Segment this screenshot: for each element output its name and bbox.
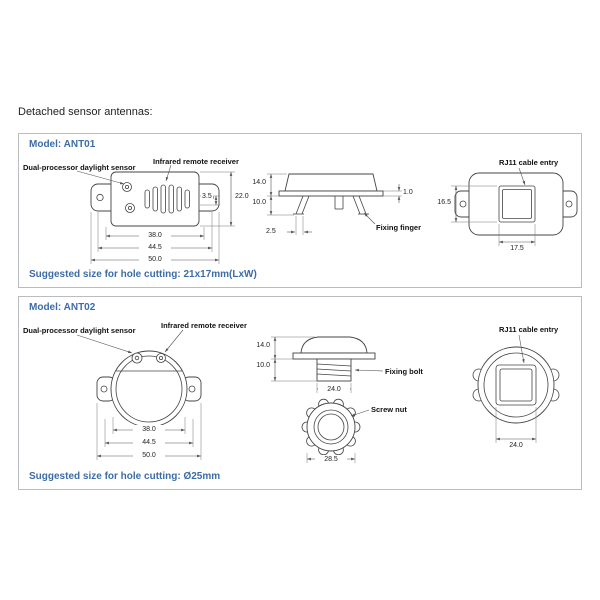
dim-front-offset: 3.5 (201, 192, 213, 201)
dim-finger-width: 2.5 (265, 227, 277, 236)
ant01-rear-view (451, 167, 578, 246)
dim-front-mid-width: 44.5 (133, 438, 165, 447)
rj11-entry-label: RJ11 cable entry (499, 325, 559, 334)
dim-side-body-height: 10.0 (251, 361, 271, 370)
ant01-front-view (76, 164, 235, 264)
dim-rear-hole-width: 24.0 (500, 441, 532, 450)
dim-flange-thickness: 1.0 (402, 188, 414, 197)
fixing-finger-label: Fixing finger (376, 223, 421, 232)
dim-rear-hole-height: 16.5 (432, 198, 452, 207)
dim-front-inner-width: 38.0 (133, 425, 165, 434)
dim-side-body-height: 10.0 (247, 198, 267, 207)
hole-cutting-note-ant01: Suggested size for hole cutting: 21x17mm… (29, 269, 257, 280)
technical-drawing-ant02 (76, 329, 560, 463)
dim-front-inner-width: 38.0 (139, 231, 171, 240)
dim-side-total-height: 14.0 (247, 178, 267, 187)
infrared-receiver-label: Infrared remote receiver (161, 321, 247, 330)
dim-bolt-width: 24.0 (318, 385, 350, 394)
page-title: Detached sensor antennas: (18, 106, 153, 118)
dim-front-height: 22.0 (234, 192, 250, 201)
ant02-front-view (76, 329, 202, 460)
daylight-sensor-label: Dual-processor daylight sensor (23, 163, 136, 172)
infrared-receiver-label: Infrared remote receiver (153, 157, 239, 166)
panel-ant02: Model: ANT02 Dual-processor daylight sen… (18, 296, 582, 490)
model-title-ant01: Model: ANT01 (29, 139, 96, 150)
dim-front-outer-width: 50.0 (133, 451, 165, 460)
dim-rear-hole-width: 17.5 (501, 244, 533, 253)
dim-side-total-height: 14.0 (251, 341, 271, 350)
model-title-ant02: Model: ANT02 (29, 302, 96, 313)
hole-cutting-note-ant02: Suggested size for hole cutting: Ø25mm (29, 471, 221, 482)
panel-ant01: Model: ANT01 Dual-processor daylight sen… (18, 133, 582, 288)
ant01-side-view (267, 173, 403, 235)
ant02-rear-view (472, 334, 560, 443)
fixing-bolt-label: Fixing bolt (385, 367, 423, 376)
technical-drawing-ant01 (76, 164, 578, 264)
rj11-entry-label: RJ11 cable entry (499, 158, 559, 167)
dim-nut-width: 28.5 (315, 455, 347, 464)
ant02-screw-nut (301, 398, 370, 463)
dim-front-outer-width: 50.0 (139, 255, 171, 264)
daylight-sensor-label: Dual-processor daylight sensor (23, 326, 136, 335)
ant02-side-view (271, 336, 384, 393)
dim-front-mid-width: 44.5 (139, 243, 171, 252)
screw-nut-label: Screw nut (371, 405, 407, 414)
